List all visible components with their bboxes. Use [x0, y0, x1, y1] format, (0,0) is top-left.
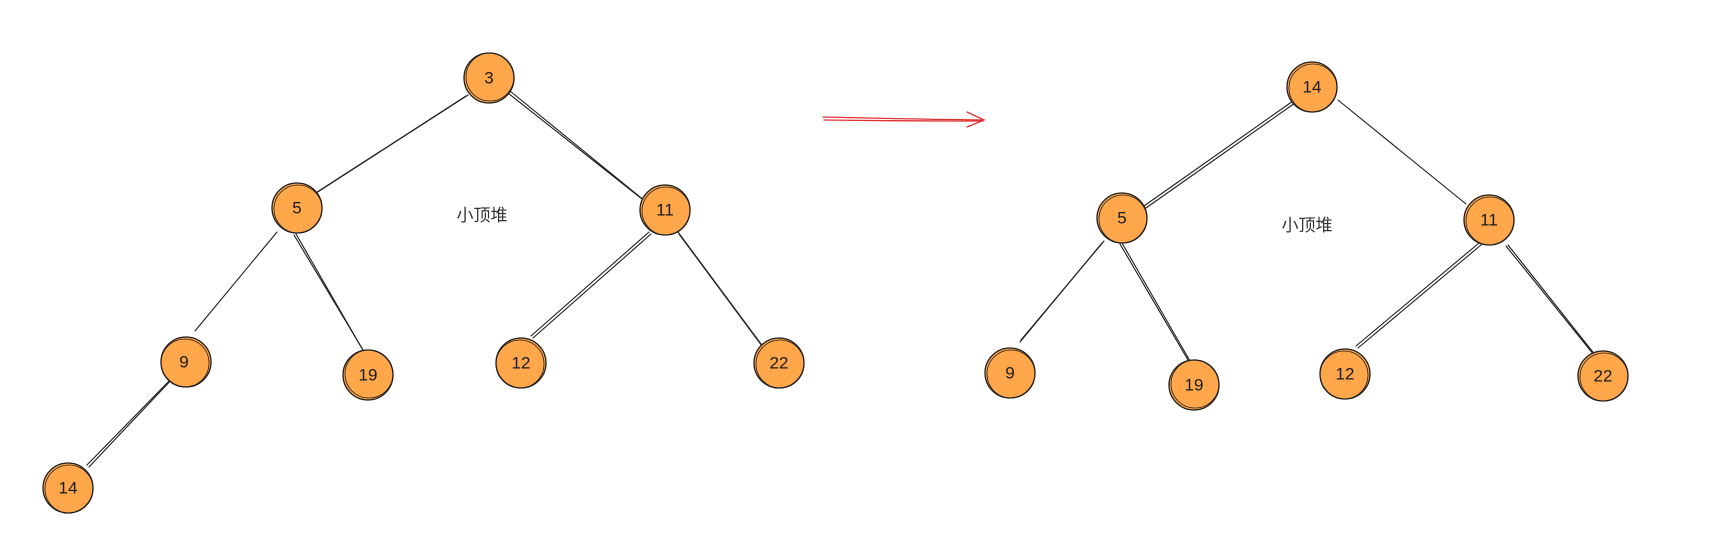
- edge-11-22: [677, 231, 763, 347]
- node-11: 11: [1463, 194, 1515, 246]
- node-14: 14: [42, 462, 94, 514]
- heap-caption: 小顶堆: [457, 206, 508, 226]
- node-label: 19: [359, 366, 378, 385]
- node-label: 12: [1336, 365, 1355, 384]
- node-label: 11: [1480, 211, 1498, 230]
- edge-11-12: [1355, 242, 1482, 349]
- node-3: 3: [463, 52, 515, 104]
- heap-caption: 小顶堆: [1282, 216, 1333, 236]
- node-label: 11: [656, 201, 674, 220]
- edges-before: [86, 90, 763, 468]
- node-12: 12: [1319, 348, 1371, 400]
- node-22: 22: [1577, 350, 1629, 402]
- node-5: 5: [271, 182, 323, 234]
- node-5: 5: [1096, 192, 1148, 244]
- node-label: 3: [484, 69, 493, 88]
- node-label: 22: [770, 354, 789, 373]
- edge-11-12: [530, 231, 652, 339]
- node-label: 12: [512, 354, 531, 373]
- tree-before: 3 5 11 9 19 12 22: [42, 52, 805, 514]
- edge-14-11: [1337, 99, 1467, 205]
- node-19: 19: [1168, 359, 1220, 411]
- transition-arrow: [822, 111, 986, 128]
- edge-11-22: [1505, 244, 1597, 357]
- node-label: 14: [1303, 78, 1322, 97]
- edge-5-9: [1019, 240, 1105, 343]
- node-11: 11: [639, 184, 691, 236]
- edge-3-11: [507, 90, 646, 202]
- node-12: 12: [495, 337, 547, 389]
- node-22: 22: [753, 337, 805, 389]
- tree-after: 14 5 11 9 19 12 22: [984, 61, 1629, 411]
- node-9: 9: [160, 336, 212, 388]
- edge-14-5: [1143, 100, 1296, 209]
- edge-9-14: [86, 375, 176, 468]
- node-label: 5: [1117, 209, 1126, 228]
- node-label: 22: [1594, 367, 1613, 386]
- edge-3-5: [293, 94, 469, 208]
- edge-5-19: [293, 233, 365, 353]
- edge-5-19: [1119, 242, 1191, 362]
- edge-5-9: [194, 231, 278, 332]
- node-label: 5: [292, 199, 301, 218]
- node-label: 9: [1005, 364, 1014, 383]
- node-label: 9: [179, 353, 188, 372]
- node-14: 14: [1286, 61, 1338, 113]
- node-label: 14: [59, 479, 78, 498]
- node-19: 19: [342, 349, 394, 401]
- node-9: 9: [984, 347, 1036, 399]
- node-label: 19: [1185, 376, 1204, 395]
- edges-after: [1019, 99, 1597, 362]
